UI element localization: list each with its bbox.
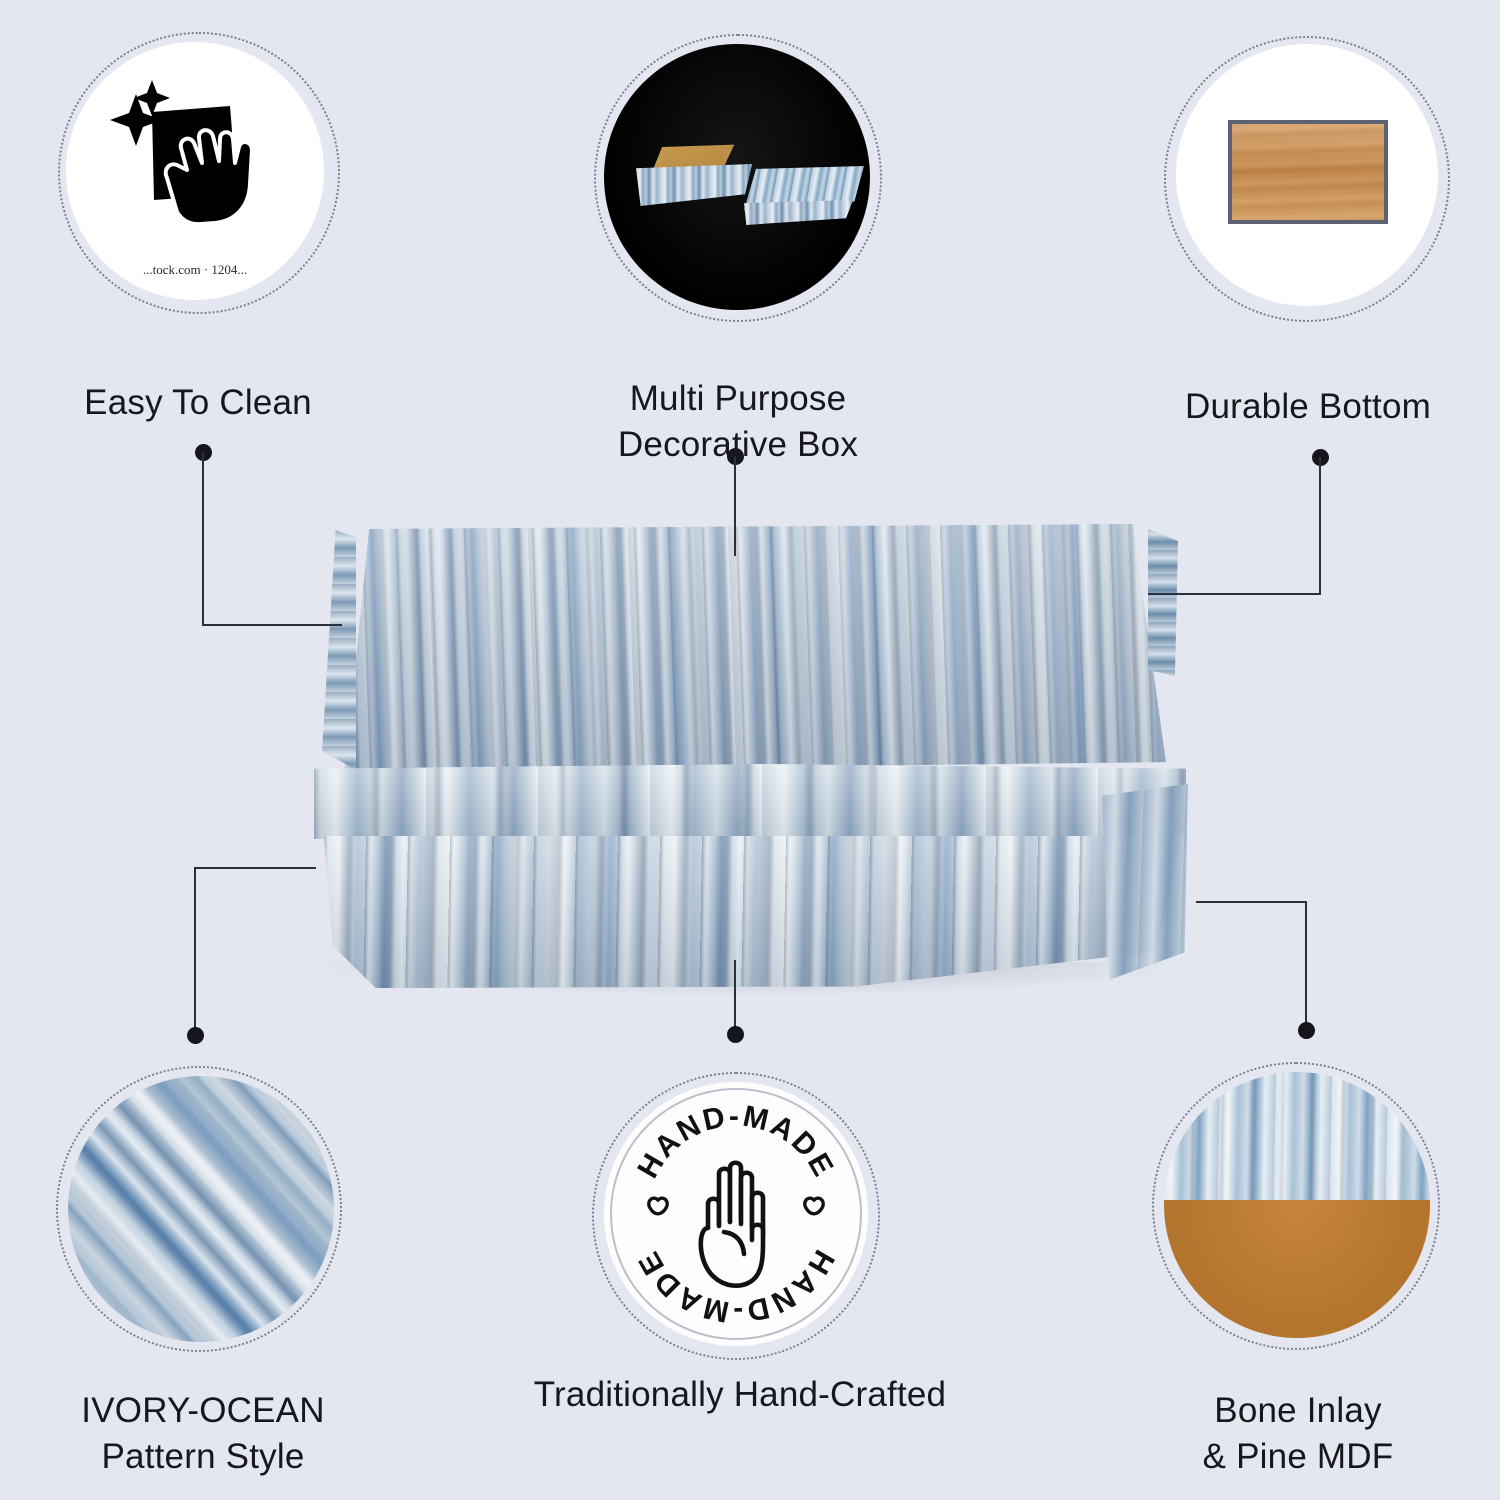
feature-bone-inlay-pine-mdf: Bone Inlay & Pine MDF [1138,1062,1458,1482]
inlay-sticks-region [1164,1072,1430,1211]
open-box-with-lid-photo [604,44,870,310]
product-body [324,836,1182,988]
mdf-board-region [1164,1199,1430,1338]
connector-segment [194,867,316,869]
product-photo [296,516,1196,996]
feature-caption: IVORY-OCEAN Pattern Style [81,1391,325,1476]
feature-caption: Durable Bottom [1185,387,1431,426]
feature-icon-circle [1164,1072,1430,1338]
bone-inlay-over-mdf-photo [1164,1072,1430,1338]
feature-durable-bottom: Durable Bottom [1158,28,1458,448]
box-front-wall [636,164,752,206]
lid-left-scallop [322,530,356,770]
wood-panel [1226,118,1390,226]
connector-dot [187,1027,204,1044]
heart-icon [647,1196,669,1216]
feature-icon-circle: ...tock.com · 1204... [66,42,324,300]
connector-segment [1196,901,1307,903]
heart-icon [803,1196,825,1216]
stamp-inner-ring [610,1088,862,1340]
diagonal-bone-inlay-pattern-photo [68,1076,334,1342]
hand-made-stamp-icon: HAND-MADE HAND-MADE [604,1082,868,1346]
lid-right-scallop [1148,529,1178,676]
box-lid [744,166,864,236]
connector-segment [1148,593,1321,595]
product-lid-top [344,524,1166,772]
connector-segment [202,452,204,626]
feature-easy-to-clean: ...tock.com · 1204... Easy To Clean [48,28,348,448]
feature-caption-hand-crafted: Traditionally Hand-Crafted [533,1375,947,1414]
open-palm-hand-icon [698,1160,766,1288]
connector-segment [202,624,342,626]
feature-icon-circle [1176,44,1438,306]
product-right-face [1102,784,1188,980]
feature-multi-purpose-decorative-box: Multi Purpose Decorative Box [588,28,888,464]
feature-ivory-ocean-pattern-style: IVORY-OCEAN Pattern Style [48,1062,358,1482]
connector-dot [727,1026,744,1043]
connector-segment [194,867,196,1033]
feature-caption: Easy To Clean [84,383,312,422]
wooden-base-panel-photo [1176,44,1438,306]
open-box [634,132,754,214]
connector-segment [734,960,736,1032]
product-lid-rim [314,764,1186,842]
feature-icon-circle [68,1076,334,1342]
connector-segment [734,456,736,556]
connector-segment [1305,901,1307,1029]
cleaning-cloth-hand-icon [66,42,324,300]
lid-side-surface [744,200,854,225]
feature-icon-circle [604,44,870,310]
connector-dot [1298,1022,1315,1039]
feature-caption: Multi Purpose Decorative Box [617,379,859,464]
connector-segment [1319,457,1321,595]
stock-credit-text: ...tock.com · 1204... [142,262,248,277]
feature-icon-circle: HAND-MADE HAND-MADE [604,1082,868,1346]
feature-caption: Bone Inlay & Pine MDF [1202,1391,1394,1476]
